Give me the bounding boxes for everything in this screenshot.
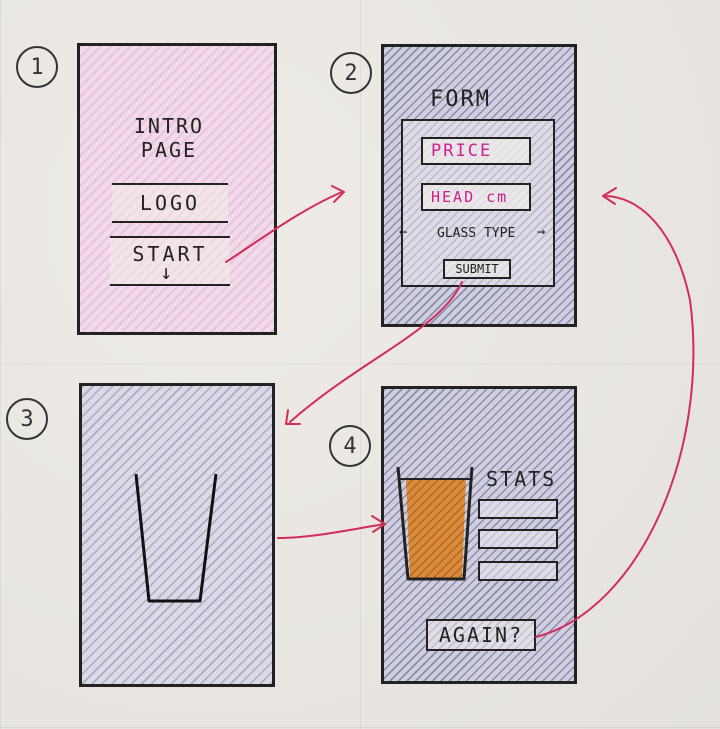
again-button[interactable]: AGAIN? [426,619,536,651]
glass-type-selector[interactable]: GLASS TYPE [437,226,516,241]
panel-2-number: 2 [330,52,372,94]
start-down-arrow-icon: ↓ [160,260,175,284]
full-glass-icon [396,466,474,581]
glass-type-right-arrow-icon[interactable]: → [537,224,548,240]
head-cm-field[interactable]: HEAD cm [421,183,531,211]
price-field[interactable]: PRICE [421,137,531,165]
stat-bar-1 [478,499,558,519]
stats-title: STATS [486,467,557,491]
panel-2-number-text: 2 [344,60,358,86]
glass-panel [79,383,275,687]
intro-page-panel: INTRO PAGE LOGO START ↓ [77,43,277,335]
intro-page-title: INTRO PAGE [133,114,205,162]
start-button-label: START [132,242,208,266]
start-button[interactable]: START [110,236,230,286]
panel-1-number-text: 1 [30,54,44,80]
logo-placeholder: LOGO [112,183,228,223]
panel-3-number-text: 3 [20,406,34,432]
submit-button[interactable]: SUBMIT [443,259,511,279]
stat-bar-3 [478,561,558,581]
panel-3-number: 3 [6,398,48,440]
panel-1-number: 1 [16,46,58,88]
stat-bar-2 [478,529,558,549]
empty-glass-icon [134,473,218,603]
results-panel: STATS AGAIN? [381,386,577,684]
panel-4-number-text: 4 [343,433,357,459]
form-panel: FORM PRICE HEAD cm ← GLASS TYPE → SUBMIT [381,44,577,327]
panel-4-number: 4 [329,425,371,467]
form-title: FORM [430,87,491,112]
form-container: PRICE HEAD cm ← GLASS TYPE → SUBMIT [399,119,555,287]
glass-type-left-arrow-icon[interactable]: ← [399,224,410,240]
